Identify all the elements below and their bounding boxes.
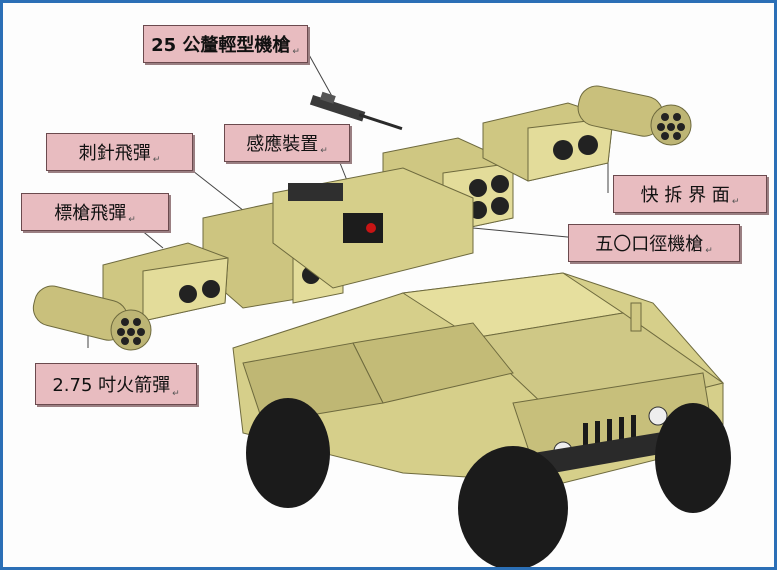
label-50-cal-machine-gun: 五〇口徑機槍 ↵ xyxy=(568,224,740,262)
paragraph-mark: ↵ xyxy=(292,47,300,57)
label-quick-release-interface: 快 拆 界 面 ↵ xyxy=(613,175,767,213)
javelin-pod-left xyxy=(102,242,229,322)
label-text: 刺針飛彈 xyxy=(78,143,151,164)
label-25mm-machine-gun: 25 公釐輕型機槍 ↵ xyxy=(143,25,308,63)
paragraph-mark: ↵ xyxy=(320,146,328,156)
paragraph-mark: ↵ xyxy=(731,197,740,207)
javelin-pod-detached xyxy=(482,102,614,182)
label-text: 五〇口徑機槍 xyxy=(595,234,704,255)
label-text: 快 拆 界 面 xyxy=(640,185,730,206)
label-text: 2.75 吋火箭彈 xyxy=(52,375,171,396)
rocket-pod-left xyxy=(32,285,152,351)
wheels xyxy=(246,398,731,567)
label-stinger-missile: 刺針飛彈 ↵ xyxy=(46,133,193,171)
label-text: 標槍飛彈 xyxy=(54,203,127,224)
label-text: 25 公釐輕型機槍 xyxy=(151,35,291,56)
label-275-inch-rocket: 2.75 吋火箭彈 ↵ xyxy=(35,363,197,405)
paragraph-mark: ↵ xyxy=(128,215,136,225)
paragraph-mark: ↵ xyxy=(705,246,713,256)
rocket-pod-detached-upper xyxy=(577,85,692,146)
label-text: 感應裝置 xyxy=(246,134,319,155)
label-sensor-device: 感應裝置 ↵ xyxy=(224,124,350,162)
vehicle-illustration xyxy=(32,52,731,567)
label-javelin-missile: 標槍飛彈 ↵ xyxy=(21,193,169,231)
paragraph-mark: ↵ xyxy=(172,389,180,399)
paragraph-mark: ↵ xyxy=(152,155,161,165)
light-machine-gun-25mm xyxy=(309,91,403,131)
